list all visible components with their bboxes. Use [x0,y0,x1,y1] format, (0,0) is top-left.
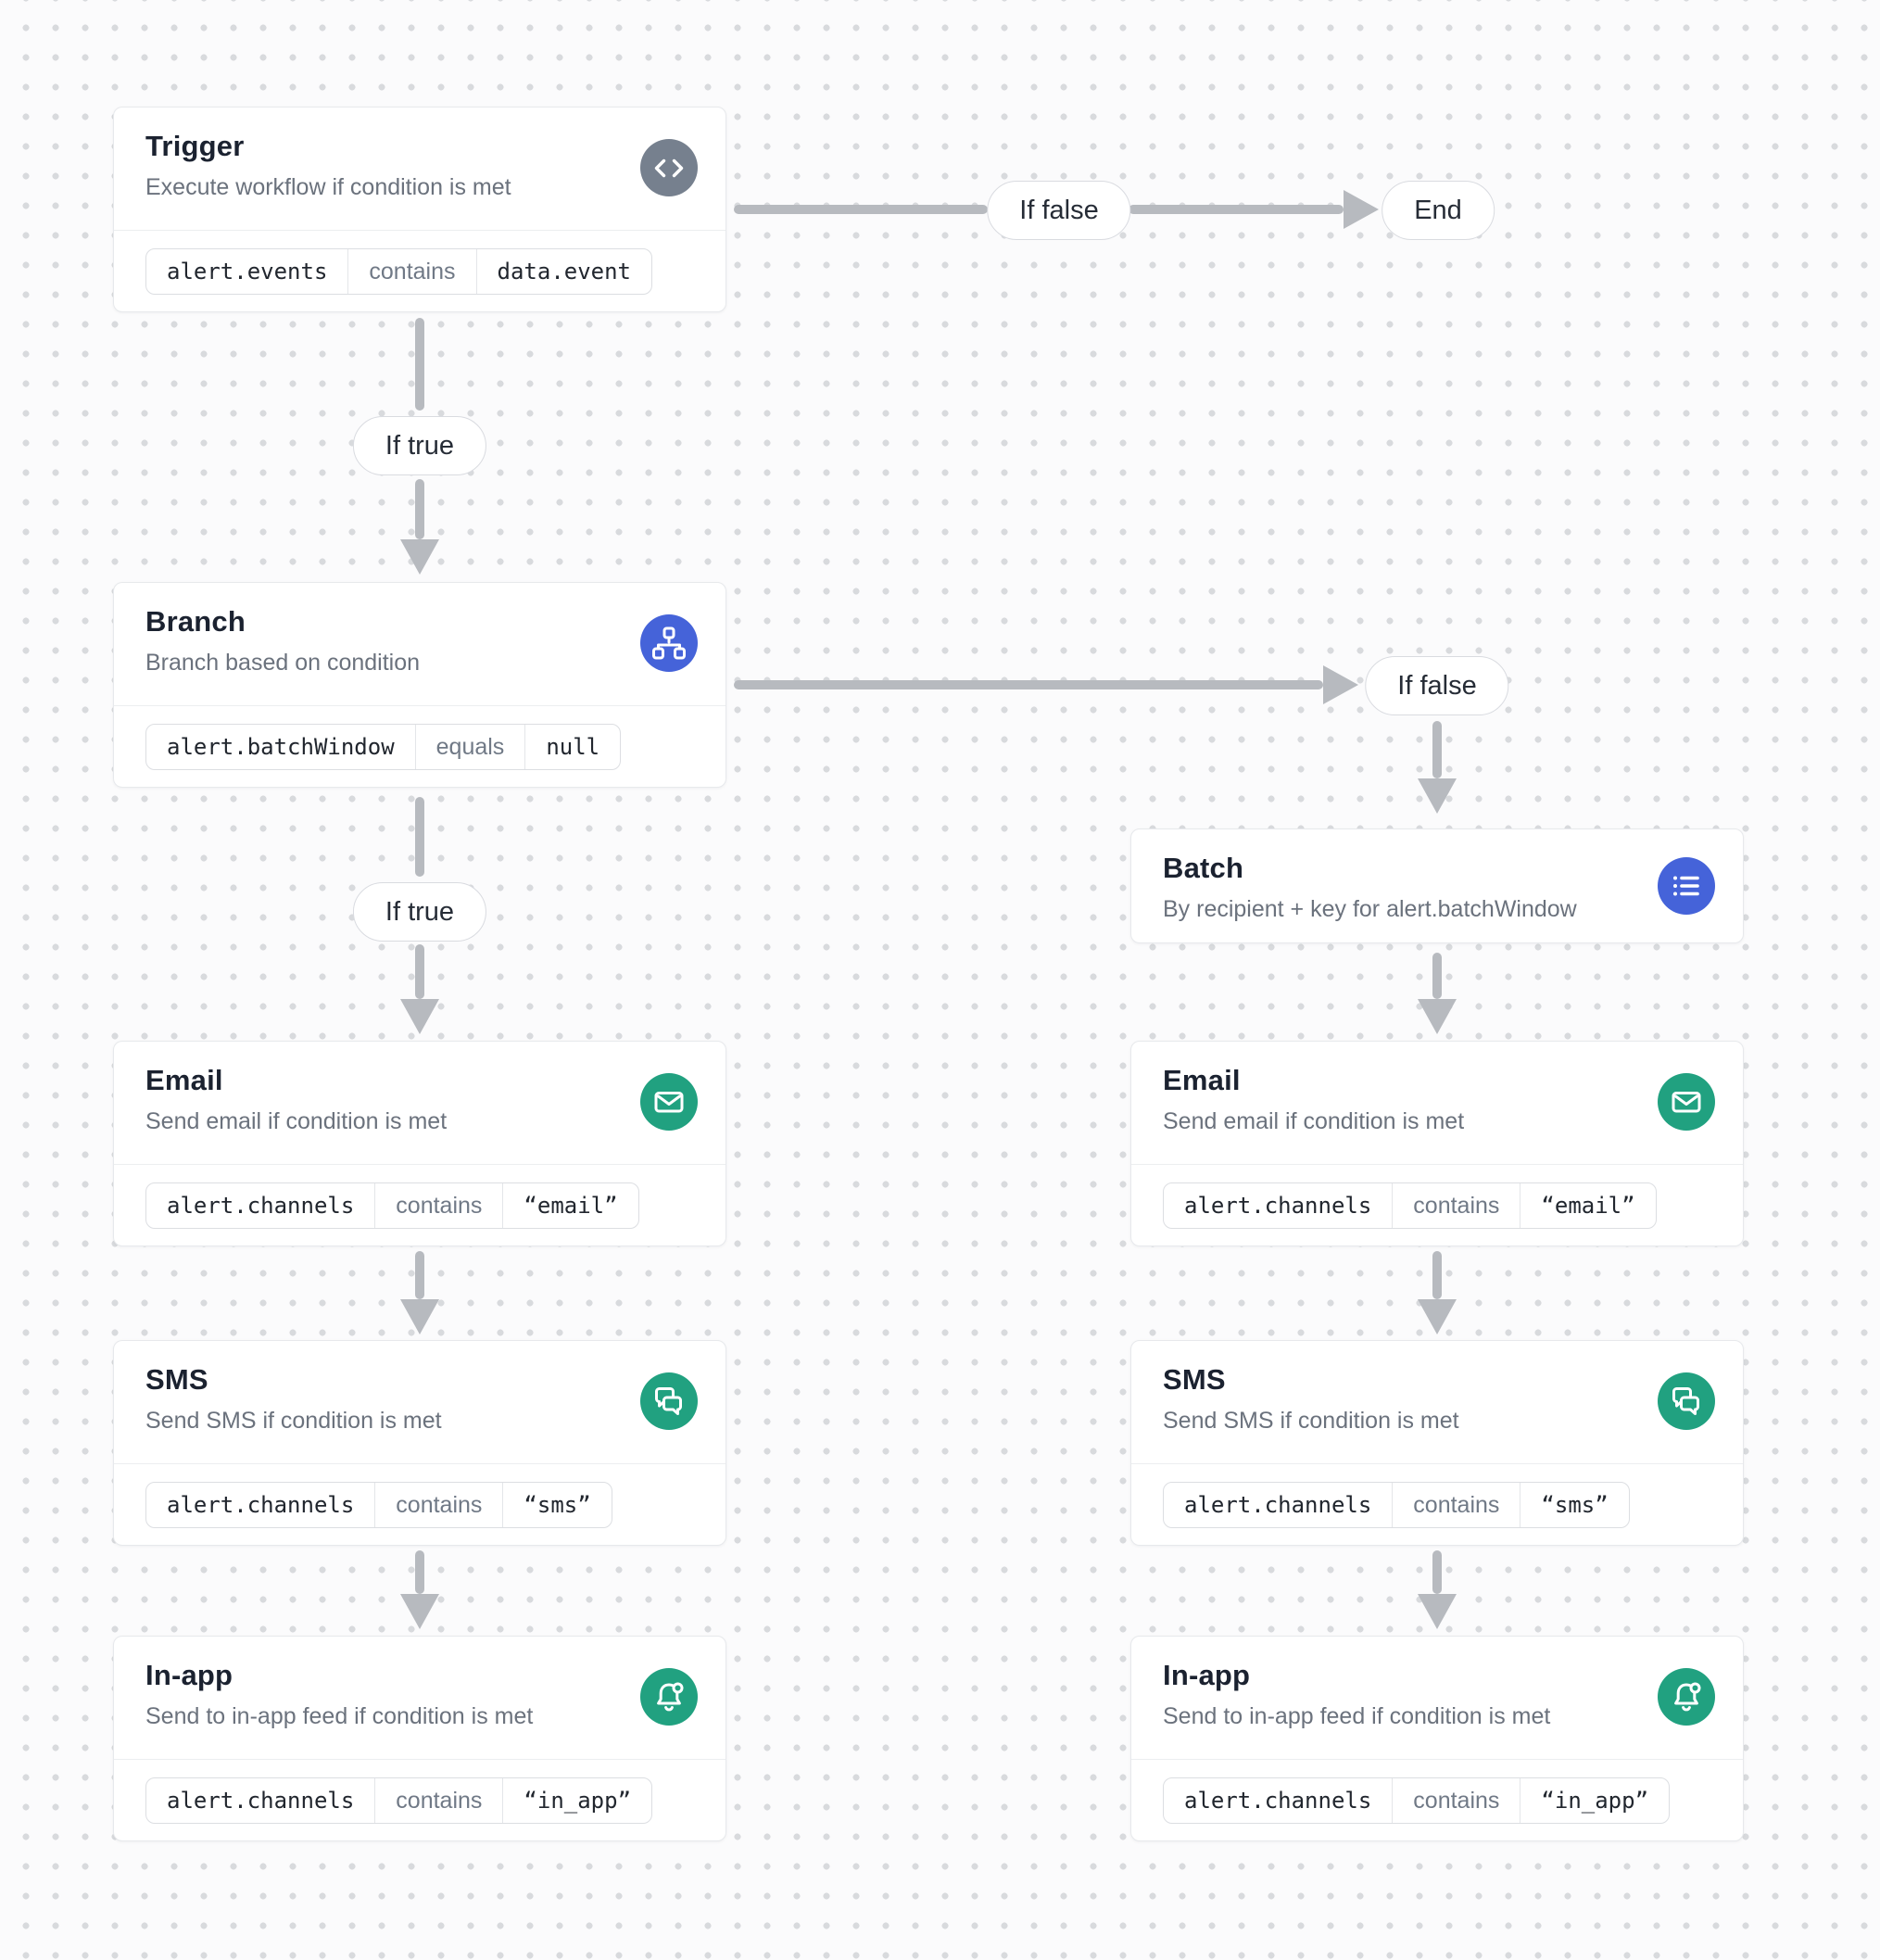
node-subtitle: Send to in-app feed if condition is met [145,1703,534,1729]
condition-field: alert.channels [1184,1788,1372,1814]
condition-value: “sms” [502,1483,611,1527]
condition-operator: contains [374,1778,502,1823]
condition-value: null [524,725,620,769]
node-card-sms-right[interactable]: SMS Send SMS if condition is met alert.c… [1130,1340,1744,1546]
edge-trigger-to-if-false [734,205,988,214]
arrowhead-batch [1418,778,1457,814]
node-subtitle: By recipient + key for alert.batchWindow [1163,896,1577,922]
arrowhead-sms-left [400,1299,439,1334]
envelope-icon [1658,1073,1715,1131]
node-subtitle: Send to in-app feed if condition is met [1163,1703,1551,1729]
arrowhead-email-left [400,999,439,1034]
arrowhead-sms-right [1418,1299,1457,1334]
condition-field: alert.events [167,259,328,285]
node-subtitle: Execute workflow if condition is met [145,174,511,200]
node-card-inapp-right[interactable]: In-app Send to in-app feed if condition … [1130,1636,1744,1841]
condition-field: alert.channels [167,1492,355,1518]
condition-value: “email” [502,1183,637,1228]
node-card-inapp-left[interactable]: In-app Send to in-app feed if condition … [113,1636,726,1841]
node-title: Batch [1163,852,1244,884]
envelope-icon [640,1073,698,1131]
condition-chip[interactable]: alert.channels contains “sms” [1163,1482,1630,1528]
condition-field: alert.channels [167,1788,355,1814]
condition-value: “email” [1520,1183,1655,1228]
edge-if-false-to-end [1129,205,1344,214]
node-card-branch[interactable]: Branch Branch based on condition alert.b… [113,582,726,788]
label-if-true-1: If true [352,416,487,475]
condition-chip[interactable]: alert.channels contains “email” [1163,1182,1657,1229]
node-card-sms-left[interactable]: SMS Send SMS if condition is met alert.c… [113,1340,726,1546]
condition-operator: contains [374,1483,502,1527]
edge-if-false-to-batch [1432,721,1442,778]
arrowhead-inapp-left [400,1594,439,1629]
edge-branch-to-if-false [734,680,1323,689]
node-card-batch[interactable]: Batch By recipient + key for alert.batch… [1130,828,1744,943]
node-subtitle: Send email if condition is met [1163,1108,1465,1134]
node-title: In-app [1163,1659,1251,1691]
edge-sms-to-inapp-left [415,1550,424,1594]
node-title: In-app [145,1659,233,1691]
bell-icon [640,1668,698,1726]
node-title: Email [1163,1064,1241,1096]
label-if-false-branch: If false [1365,656,1509,715]
condition-chip[interactable]: alert.channels contains “sms” [145,1482,612,1528]
condition-field: alert.channels [1184,1492,1372,1518]
bell-icon [1658,1668,1715,1726]
edge-sms-to-inapp-right [1432,1550,1442,1594]
end-node: End [1382,181,1495,240]
condition-chip[interactable]: alert.channels contains “in_app” [1163,1777,1671,1824]
node-subtitle: Send SMS if condition is met [1163,1408,1459,1434]
edge-batch-to-email [1432,953,1442,999]
condition-value: “sms” [1520,1483,1628,1527]
edge-if-true-to-branch [415,479,424,539]
condition-field: alert.channels [1184,1193,1372,1219]
code-icon [640,139,698,196]
condition-operator: contains [374,1183,502,1228]
condition-operator: contains [1392,1483,1520,1527]
condition-chip[interactable]: alert.channels contains “email” [145,1182,639,1229]
node-title: SMS [145,1363,208,1396]
condition-chip[interactable]: alert.events contains data.event [145,248,653,295]
node-subtitle: Send SMS if condition is met [145,1408,442,1434]
node-title: Trigger [145,130,245,162]
edge-branch-to-if-true2 [415,797,424,877]
condition-chip[interactable]: alert.channels contains “in_app” [145,1777,653,1824]
condition-value: “in_app” [502,1778,651,1823]
node-card-trigger[interactable]: Trigger Execute workflow if condition is… [113,107,726,312]
condition-field: alert.batchWindow [167,734,395,760]
list-icon [1658,857,1715,915]
arrowhead-end [1344,190,1379,229]
condition-operator: contains [347,249,475,294]
condition-chip[interactable]: alert.batchWindow equals null [145,724,622,770]
condition-operator: contains [1392,1778,1520,1823]
node-title: Branch [145,605,246,638]
chat-bubbles-icon [640,1372,698,1430]
arrowhead-branch [400,539,439,575]
chat-bubbles-icon [1658,1372,1715,1430]
edge-email-to-sms-left [415,1251,424,1299]
edge-trigger-to-if-true [415,318,424,411]
node-card-email-right[interactable]: Email Send email if condition is met ale… [1130,1041,1744,1246]
edge-if-true2-to-email [415,944,424,999]
node-title: SMS [1163,1363,1226,1396]
node-subtitle: Branch based on condition [145,650,421,676]
node-card-email-left[interactable]: Email Send email if condition is met ale… [113,1041,726,1246]
edge-email-to-sms-right [1432,1251,1442,1299]
node-subtitle: Send email if condition is met [145,1108,448,1134]
branch-icon [640,614,698,672]
label-if-false-top: If false [987,181,1131,240]
label-if-true-2: If true [352,882,487,942]
condition-value: data.event [475,249,651,294]
condition-operator: contains [1392,1183,1520,1228]
arrowhead-email-right [1418,999,1457,1034]
condition-field: alert.channels [167,1193,355,1219]
condition-value: “in_app” [1520,1778,1669,1823]
arrowhead-inapp-right [1418,1594,1457,1629]
arrowhead-if-false-branch [1323,665,1358,704]
node-title: Email [145,1064,223,1096]
condition-operator: equals [414,725,525,769]
